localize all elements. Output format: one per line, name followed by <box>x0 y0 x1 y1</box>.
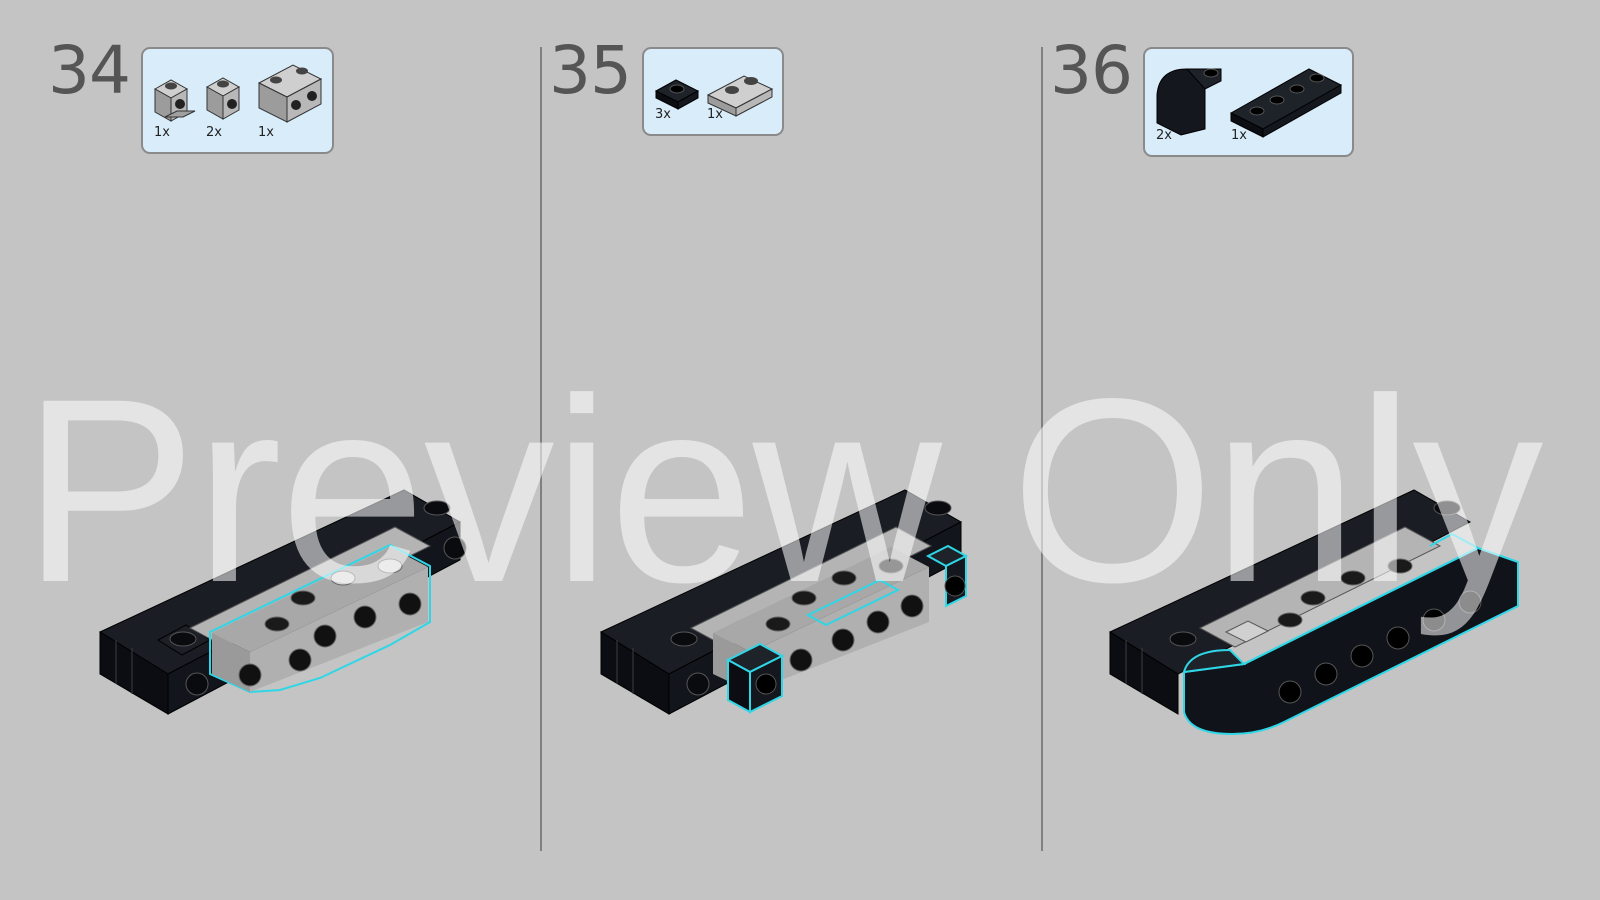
part-quantity: 1x <box>154 125 170 140</box>
brick-1x1-side-stud-icon <box>205 77 241 120</box>
black-curved-slope-icon <box>1156 68 1222 136</box>
new-part-highlight <box>1183 546 1519 736</box>
step-number: 36 <box>1050 32 1133 109</box>
parts-list-graphic <box>1156 68 1343 138</box>
assembly-model-step-35 <box>599 489 969 715</box>
part-quantity: 1x <box>1231 128 1247 143</box>
brick-1x2-side-studs-icon <box>257 64 323 123</box>
new-part-highlight <box>209 543 431 694</box>
parts-callout: 2x 1x <box>1143 47 1354 157</box>
step-number: 34 <box>48 32 131 109</box>
part-quantity: 3x <box>655 107 671 122</box>
part-quantity: 1x <box>258 125 274 140</box>
step-number: 35 <box>549 32 632 109</box>
parts-list-graphic <box>153 64 323 123</box>
part-quantity: 1x <box>707 107 723 122</box>
step-divider <box>540 47 542 851</box>
gray-plate-1x2-icon <box>706 75 774 117</box>
black-plate-1x1-icon <box>654 79 700 110</box>
assembly-model-step-34 <box>98 489 467 715</box>
part-quantity: 2x <box>1156 128 1172 143</box>
part-quantity: 2x <box>206 125 222 140</box>
brick-1x1-side-stud-icon <box>153 79 196 122</box>
step-divider <box>1041 47 1043 851</box>
parts-callout: 1x 2x 1x <box>141 47 334 154</box>
parts-callout: 3x 1x <box>642 47 784 136</box>
parts-list-graphic <box>654 75 774 117</box>
black-plate-1x4-icon <box>1229 68 1343 138</box>
